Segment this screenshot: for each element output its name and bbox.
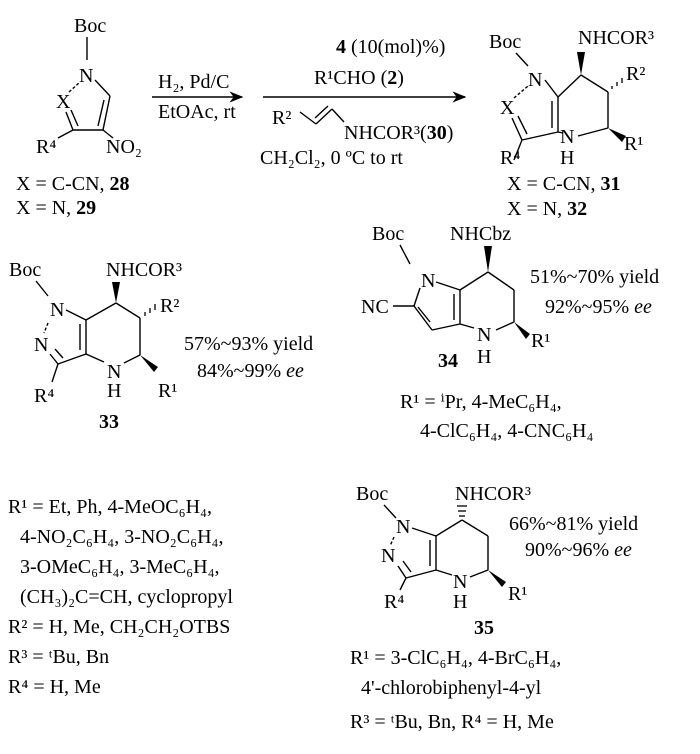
n1-atom: N bbox=[396, 516, 410, 538]
r1-scope-line2: 4'-chlorobiphenyl-4-yl bbox=[361, 677, 542, 699]
ring-bonds bbox=[389, 519, 489, 591]
boc-label: Boc bbox=[356, 483, 388, 505]
product-31-32: Boc NHCOR³ N X R² R¹ N H R⁴ X = bbox=[489, 27, 654, 220]
substituent-line: 4-NO₂C₆H₄, 3-NO₂C₆H₄, bbox=[20, 526, 224, 548]
nh-hydrogen: H bbox=[107, 380, 121, 402]
n2-atom: N bbox=[34, 334, 48, 356]
r2-label: R² bbox=[160, 295, 179, 317]
substituent-line: R⁴ = H, Me bbox=[8, 676, 101, 698]
hash-bond bbox=[457, 505, 467, 517]
substituent-line: R² = H, Me, CH₂CH₂OTBS bbox=[8, 616, 230, 638]
substituent-line: R¹ = Et, Ph, 4-MeOC₆H₄, bbox=[8, 496, 212, 518]
compound-35: Boc NHCOR³ N N R¹ N H R⁴ 35 66%~81% bbox=[350, 483, 638, 733]
yield-range: 66%~81% yield bbox=[509, 513, 638, 535]
ring-bonds bbox=[511, 74, 609, 161]
step1-conditions: EtOAc, rt bbox=[158, 101, 236, 123]
substituent-line: 3-OMeC₆H₄, 3-MeC₆H₄, bbox=[20, 556, 220, 578]
n4-atom: N bbox=[453, 571, 467, 593]
n1-atom: N bbox=[528, 69, 542, 91]
ee-range: 84%~99% ee bbox=[197, 360, 304, 382]
substituent-line: (CH₃)₂C=CH, cyclopropyl bbox=[20, 586, 233, 608]
wedge-bond bbox=[488, 570, 506, 587]
compound-29-label: X = N, 29 bbox=[16, 197, 96, 219]
x-atom: X bbox=[56, 91, 71, 113]
compound-31-label: X = C-CN, 31 bbox=[507, 173, 621, 195]
yield-range: 51%~70% yield bbox=[530, 266, 659, 288]
nitro-label: NO₂ bbox=[106, 136, 142, 158]
step2-conditions: CH₂Cl₂, 0 ºC to rt bbox=[260, 147, 403, 169]
nh-hydrogen: H bbox=[477, 346, 491, 368]
wedge-bond bbox=[140, 355, 158, 372]
r4-label: R⁴ bbox=[500, 147, 520, 169]
wedge-bond bbox=[484, 246, 492, 272]
hash-bond bbox=[611, 78, 623, 89]
n4-atom: N bbox=[477, 324, 491, 346]
compound-35-label: 35 bbox=[474, 617, 494, 639]
step1-hydrogenation: H₂, Pd/C EtOAc, rt bbox=[152, 71, 244, 123]
hash-bond bbox=[144, 304, 156, 316]
r1-scope-line2: 4-ClC₆H₄, 4-CNC₆H₄ bbox=[420, 420, 593, 442]
boc-label: Boc bbox=[74, 15, 106, 37]
boc-label: Boc bbox=[9, 259, 41, 281]
compound-32-label: X = N, 32 bbox=[507, 198, 587, 220]
boc-label: Boc bbox=[489, 31, 521, 53]
r4-label: R⁴ bbox=[384, 591, 404, 613]
yield-range: 57%~93% yield bbox=[184, 333, 313, 355]
compound-34-label: 34 bbox=[438, 350, 458, 372]
n4-atom: N bbox=[107, 361, 121, 383]
r1-label: R¹ bbox=[624, 133, 643, 155]
r4-label: R⁴ bbox=[34, 385, 54, 407]
wedge-bond bbox=[112, 282, 120, 303]
r3-r4-scope-line: R³ = ᵗBu, Bn, R⁴ = H, Me bbox=[350, 711, 554, 733]
amide-label: NHCOR³ bbox=[578, 27, 654, 49]
alkene-bonds bbox=[299, 105, 345, 125]
step1-reagents: H₂, Pd/C bbox=[158, 71, 229, 93]
aldehyde-label: R¹CHO (2) bbox=[314, 67, 404, 89]
ring-bonds bbox=[43, 302, 141, 383]
alkene-r2-label: R² bbox=[272, 107, 291, 129]
wedge-bond bbox=[608, 128, 626, 142]
r1-label: R¹ bbox=[508, 583, 527, 605]
substituent-list-33: R¹ = Et, Ph, 4-MeOC₆H₄, 4-NO₂C₆H₄, 3-NO₂… bbox=[8, 496, 233, 698]
amide-label: NHCOR³ bbox=[106, 259, 182, 281]
ring-bonds bbox=[393, 271, 515, 331]
r2-label: R² bbox=[626, 63, 645, 85]
n1-atom: N bbox=[421, 270, 435, 292]
boc-label: Boc bbox=[372, 223, 404, 245]
ee-range: 92%~95% ee bbox=[545, 296, 652, 318]
nitrile-label: NC bbox=[361, 296, 389, 318]
r1-scope-line1: R¹ = 3-ClC₆H₄, 4-BrC₆H₄, bbox=[350, 647, 561, 669]
n-atom: N bbox=[79, 65, 93, 87]
starting-material-28-29: Boc N X R⁴ NO₂ X = C-CN, 28 X = N, 29 bbox=[16, 15, 142, 219]
compound-28-label: X = C-CN, 28 bbox=[16, 173, 130, 195]
r1-scope-line1: R¹ = ⁱPr, 4-MeC₆H₄, bbox=[400, 391, 562, 413]
substituent-line: R³ = ᵗBu, Bn bbox=[8, 646, 109, 668]
amide-label: NHCbz bbox=[450, 223, 511, 245]
amide-label: NHCOR³ bbox=[455, 483, 531, 505]
x-atom: X bbox=[500, 97, 515, 119]
r4-label: R⁴ bbox=[36, 136, 56, 158]
catalyst-label: 4 (10(mol)%) bbox=[336, 36, 445, 58]
compound-33-label: 33 bbox=[99, 411, 119, 433]
nh-hydrogen: H bbox=[453, 591, 467, 613]
wedge-bond bbox=[514, 322, 530, 339]
compound-34: Boc NHCbz N NC R¹ N H 34 51%~70% yield 9… bbox=[361, 223, 659, 442]
alkene-amide-label: NHCOR³(30) bbox=[344, 122, 453, 144]
pyrrole-ring-bonds bbox=[57, 79, 114, 139]
nh-hydrogen: H bbox=[560, 147, 574, 169]
r1-label: R¹ bbox=[158, 380, 177, 402]
ee-range: 90%~96% ee bbox=[525, 539, 632, 561]
compound-33: Boc NHCOR³ N N R² R¹ N H R⁴ 33 bbox=[9, 259, 313, 433]
r1-label: R¹ bbox=[531, 330, 550, 352]
n1-atom: N bbox=[50, 299, 64, 321]
n2-atom: N bbox=[381, 545, 395, 567]
step2-cyclization: 4 (10(mol)%) R¹CHO (2) R² NHCOR³(30) CH₂… bbox=[260, 36, 467, 169]
wedge-bond bbox=[577, 52, 585, 75]
n4-atom: N bbox=[560, 126, 574, 148]
